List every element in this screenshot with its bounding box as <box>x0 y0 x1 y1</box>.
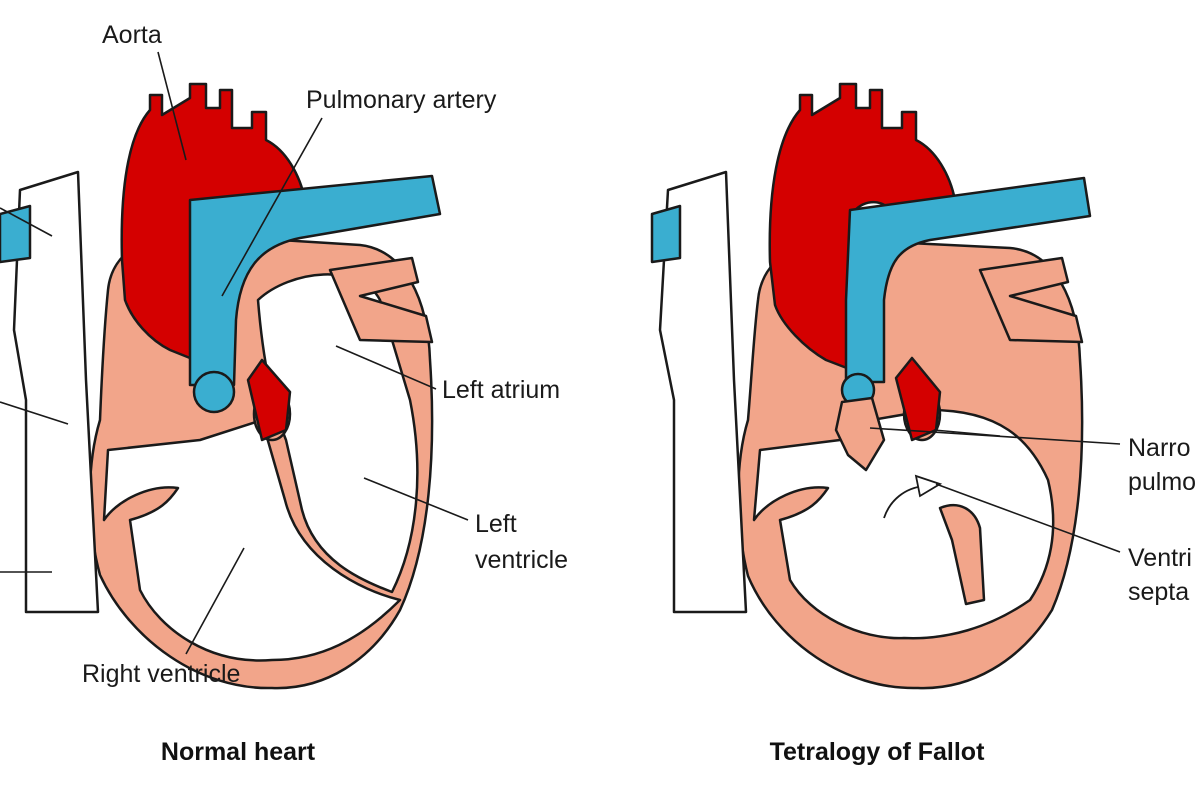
leader-pulmonary-artery <box>221 117 323 297</box>
normal-pulmonary-veins <box>328 256 434 344</box>
normal-aortic-root <box>246 358 292 442</box>
leader-aorta <box>157 51 187 161</box>
leader-cutoff-2 <box>0 401 69 425</box>
normal-aorta <box>120 82 307 362</box>
leader-ventricular <box>935 483 1121 553</box>
normal-pulmonary-valve <box>192 370 236 414</box>
leader-cutoff-1 <box>0 207 53 237</box>
leader-left-atrium <box>335 345 437 390</box>
label-ventricular-line1: Ventri <box>1128 544 1192 572</box>
normal-pulmonary-branch <box>0 204 32 264</box>
leader-narrowed-b <box>933 429 1001 437</box>
tof-narrowing <box>834 396 886 472</box>
label-pulmonary-artery: Pulmonary artery <box>306 86 497 114</box>
label-left-ventricle-line2: ventricle <box>475 546 568 574</box>
label-aorta: Aorta <box>102 21 162 49</box>
tof-pulmonary-veins <box>978 256 1084 344</box>
label-ventricular-line2: septa <box>1128 578 1189 606</box>
normal-heart <box>0 82 442 690</box>
label-left-atrium: Left atrium <box>442 376 560 404</box>
leader-left-ventricle <box>363 477 469 521</box>
normal-right-ventricle-chamber <box>102 418 402 662</box>
tof-aortic-root <box>894 356 942 442</box>
leader-right-ventricle <box>185 547 245 655</box>
tof-pulmonary-branch <box>650 204 682 264</box>
normal-pulmonary-artery <box>188 174 442 387</box>
label-narrowed-line1: Narro <box>1128 434 1191 462</box>
tof-ventricular-septum <box>938 503 986 606</box>
caption-tetralogy: Tetralogy of Fallot <box>770 738 985 766</box>
tof-pulmonary-artery <box>844 176 1092 384</box>
caption-normal-heart: Normal heart <box>161 738 316 766</box>
tetralogy-heart <box>650 82 1092 690</box>
normal-vena-cava <box>12 170 100 614</box>
tof-shunt-arrowhead <box>914 474 943 498</box>
tof-aorta <box>768 82 957 372</box>
label-left-ventricle-line1: Left <box>475 510 517 538</box>
label-narrowed-line2: pulmo <box>1128 468 1196 496</box>
label-right-ventricle: Right ventricle <box>82 660 240 688</box>
tof-vena-cava <box>658 170 748 614</box>
